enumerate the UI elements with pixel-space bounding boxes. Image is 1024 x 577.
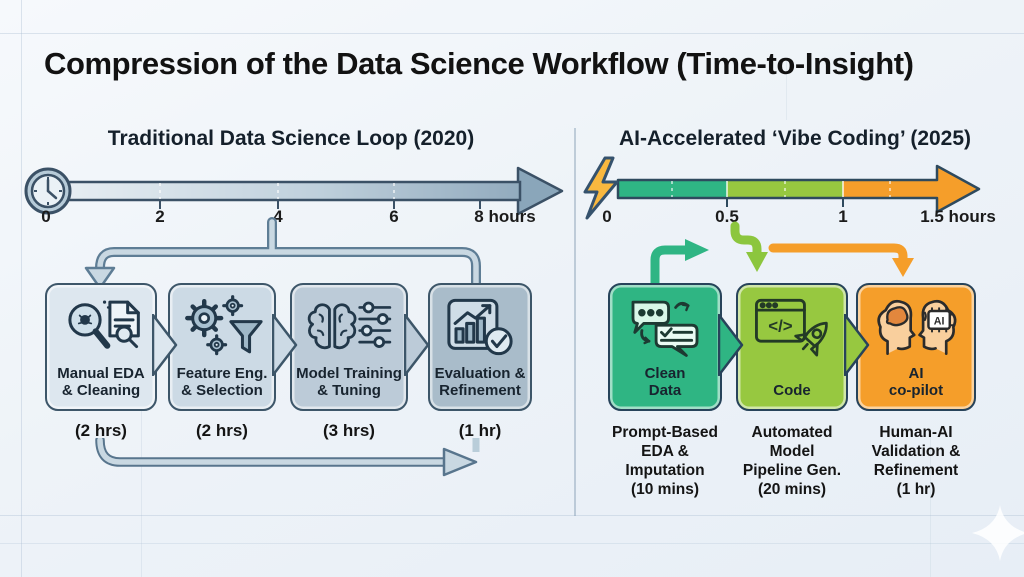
step-ai-copilot: AI AI co-pilot	[856, 283, 976, 411]
step-caption: Automated Model Pipeline Gen. (20 mins)	[742, 424, 842, 498]
grid-line	[0, 33, 1024, 34]
right-connectors	[650, 221, 914, 288]
chip-label: AI	[934, 315, 945, 327]
left-rail-connector	[84, 217, 481, 296]
ai-chip: AI	[927, 307, 954, 333]
time-caption: (1 hr)	[458, 421, 502, 440]
magnifier-bug-document-icon	[68, 300, 140, 349]
left-tick-8: 8 hours	[474, 207, 536, 226]
right-section-header: AI-Accelerated ‘Vibe Coding’ (2025)	[618, 127, 972, 150]
step-label: Evaluation & Refinement	[434, 365, 526, 400]
timeline-arrowhead	[937, 166, 979, 212]
code-glyph: </>	[768, 316, 793, 335]
loop-back-arrow	[95, 438, 480, 477]
left-tick-0: 0	[41, 207, 51, 226]
time-caption: (2 hrs)	[196, 421, 248, 440]
step-label: Clean Data	[644, 365, 686, 400]
clock-icon	[24, 167, 72, 215]
time-caption: (3 hrs)	[323, 421, 375, 440]
teal-arrow	[650, 245, 690, 288]
left-tick-2: 2	[155, 207, 165, 226]
chevron-right-icon	[272, 314, 298, 376]
step-evaluation: Evaluation & Refinement	[428, 283, 532, 411]
step-label: Feature Eng. & Selection	[176, 365, 268, 400]
chevron-right-icon	[152, 314, 178, 376]
right-tick-0: 0	[602, 207, 612, 226]
brain-sliders-icon	[307, 301, 392, 350]
chevron-right-icon	[718, 314, 744, 376]
chat-bubbles-icon	[631, 300, 699, 357]
timeline-bar	[66, 180, 522, 202]
tick-marks	[159, 200, 481, 209]
lightning-bolt-icon	[583, 156, 619, 220]
grid-line	[0, 515, 1024, 516]
orange-arrow	[768, 243, 908, 263]
step-clean-data: Clean Data	[608, 283, 722, 411]
step-label: Model Training & Tuning	[296, 365, 402, 400]
page-title: Compression of the Data Science Workflow…	[44, 46, 914, 81]
grid-line	[786, 60, 787, 120]
step-caption: Prompt-Based EDA & Imputation (10 mins)	[612, 424, 718, 498]
step-label: AI co-pilot	[888, 365, 944, 400]
step-manual-eda: Manual EDA & Cleaning	[45, 283, 157, 411]
right-tick-15: 1.5 hours	[920, 207, 996, 226]
code-rocket-icon: </>	[755, 298, 828, 357]
bar-separators	[159, 183, 395, 199]
human-ai-heads-icon: AI	[877, 299, 957, 355]
left-timeline	[24, 166, 564, 216]
right-timeline	[583, 156, 981, 220]
step-label: Code	[773, 382, 811, 400]
chart-check-icon	[447, 298, 513, 356]
section-divider	[574, 128, 576, 516]
right-tick-1: 1	[838, 207, 848, 226]
grid-line	[0, 543, 1024, 544]
green-arrow	[730, 221, 762, 257]
left-tick-4: 4	[273, 207, 283, 226]
step-model-training: Model Training & Tuning	[290, 283, 408, 411]
left-tick-6: 6	[389, 207, 399, 226]
chevron-right-icon	[844, 314, 870, 376]
chevron-right-icon	[404, 314, 430, 376]
step-caption: Human-AI Validation & Refinement (1 hr)	[871, 424, 961, 498]
step-label: Manual EDA & Cleaning	[57, 365, 145, 400]
step-code: </> Code	[736, 283, 848, 411]
step-feature-eng: Feature Eng. & Selection	[168, 283, 276, 411]
right-tick-05: 0.5	[715, 207, 739, 226]
grid-line	[930, 430, 931, 577]
left-section-header: Traditional Data Science Loop (2020)	[107, 127, 475, 150]
grid-line	[21, 0, 22, 577]
rail-down-arrowhead	[84, 266, 116, 290]
sparkle-icon	[972, 505, 1024, 561]
gears-funnel-icon	[185, 295, 263, 356]
time-caption: (2 hrs)	[75, 421, 127, 440]
